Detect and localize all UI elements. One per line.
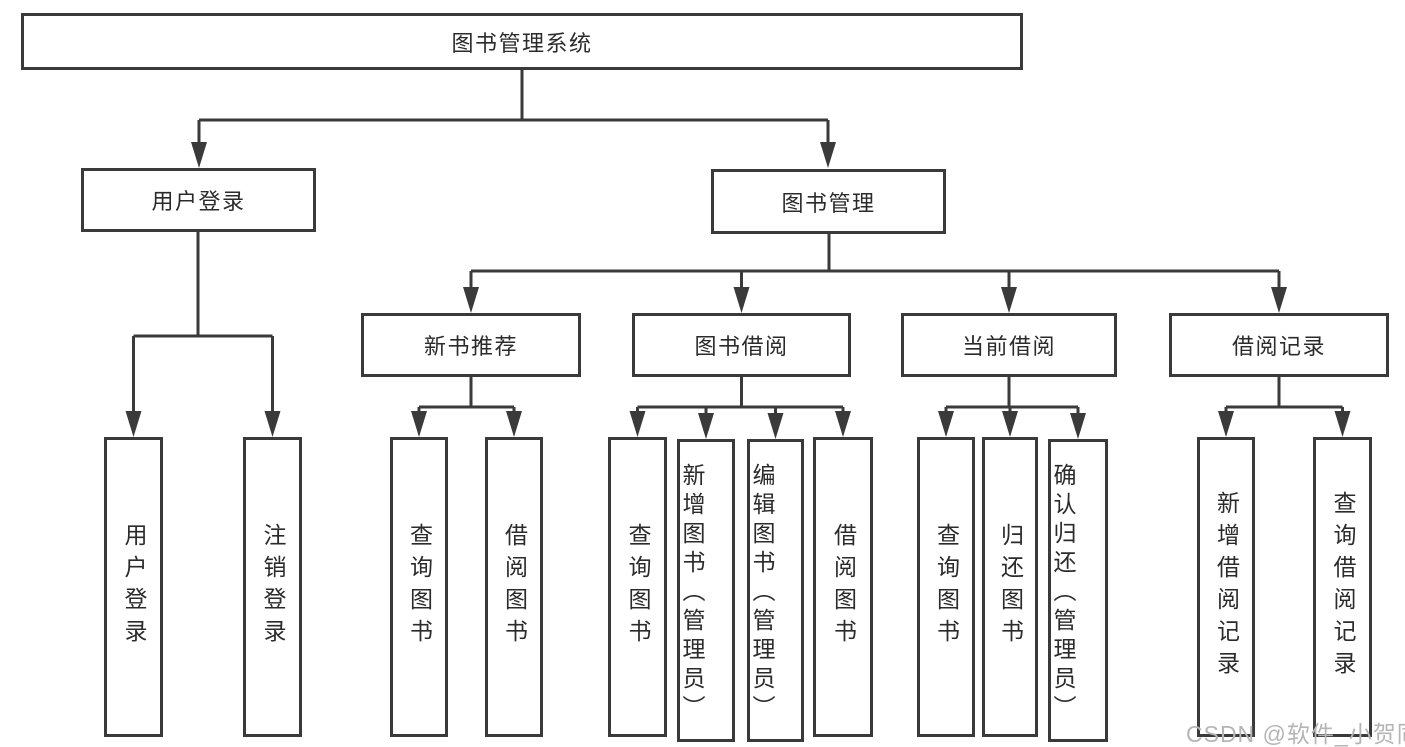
arrowhead <box>463 287 479 313</box>
node-label: 图书管理系统 <box>451 30 593 56</box>
arrowhead <box>835 411 851 437</box>
leaf-query-books-2: 查询图书 <box>608 437 667 737</box>
arrowhead <box>1218 411 1234 437</box>
leaf-borrow-books-2: 借阅图书 <box>813 437 873 737</box>
node-label: 借阅图书 <box>830 523 857 651</box>
arrowhead <box>820 142 836 168</box>
leaf-add-borrow-record: 新增借阅记录 <box>1197 437 1255 737</box>
node-label: 用户登录 <box>121 523 147 651</box>
leaf-confirm-return-admin: 确认归还（管理员） <box>1048 439 1108 742</box>
leaf-logout: 注销登录 <box>243 437 302 737</box>
leaf-query-books-3: 查询图书 <box>917 437 975 737</box>
node-label: 确认归还（管理员） <box>1050 462 1076 724</box>
leaf-edit-books-admin: 编辑图书（管理员） <box>747 439 804 742</box>
arrowheads <box>125 142 1351 439</box>
arrowhead <box>733 287 750 313</box>
arrowhead <box>506 411 522 437</box>
node-label: 当前借阅 <box>961 334 1056 359</box>
arrowhead <box>191 142 207 168</box>
leaf-add-books-admin: 新增图书（管理员） <box>677 439 735 742</box>
node-user-login: 用户登录 <box>81 168 316 232</box>
node-new-book-recommendation: 新书推荐 <box>361 313 581 377</box>
arrowhead <box>698 413 714 439</box>
arrowhead <box>264 411 281 437</box>
node-book-management: 图书管理 <box>711 169 946 234</box>
arrowhead <box>938 411 954 437</box>
arrowhead <box>1271 287 1287 313</box>
node-label: 借阅图书 <box>501 523 528 651</box>
node-label: 用户登录 <box>151 189 246 214</box>
node-borrowing-records: 借阅记录 <box>1169 313 1389 377</box>
node-label: 图书借阅 <box>694 334 789 359</box>
node-book-borrowing: 图书借阅 <box>632 313 851 377</box>
arrowhead <box>1070 413 1086 439</box>
leaf-query-borrow-record: 查询借阅记录 <box>1313 437 1372 737</box>
node-library-management-system: 图书管理系统 <box>21 13 1023 70</box>
csdn-watermark: CSDN @软件_小贺同学 <box>1186 721 1405 747</box>
arrowhead <box>1002 411 1018 437</box>
node-label: 借阅记录 <box>1231 334 1326 359</box>
leaf-user-login: 用户登录 <box>104 437 163 737</box>
node-label: 查询图书 <box>406 523 433 651</box>
node-label: 新书推荐 <box>423 334 518 359</box>
node-label: 编辑图书（管理员） <box>749 462 775 724</box>
node-label: 查询图书 <box>625 523 651 651</box>
node-label: 查询借阅记录 <box>1330 491 1356 683</box>
arrowhead <box>411 411 427 437</box>
node-current-borrowing: 当前借阅 <box>901 313 1117 377</box>
node-label: 新增借阅记录 <box>1213 491 1240 683</box>
node-label: 图书管理 <box>781 190 876 216</box>
leaf-query-books-1: 查询图书 <box>390 437 448 737</box>
node-label: 新增图书（管理员） <box>679 462 705 724</box>
node-label: 归还图书 <box>997 523 1024 651</box>
arrowhead <box>125 411 142 437</box>
arrowhead <box>767 413 784 439</box>
arrowhead <box>1001 287 1017 313</box>
arrowhead <box>629 411 646 437</box>
arrowhead <box>1334 411 1351 437</box>
node-label: 查询图书 <box>933 523 960 651</box>
leaf-borrow-books-1: 借阅图书 <box>485 437 543 737</box>
node-label: 注销登录 <box>260 523 286 651</box>
leaf-return-books: 归还图书 <box>982 437 1038 737</box>
